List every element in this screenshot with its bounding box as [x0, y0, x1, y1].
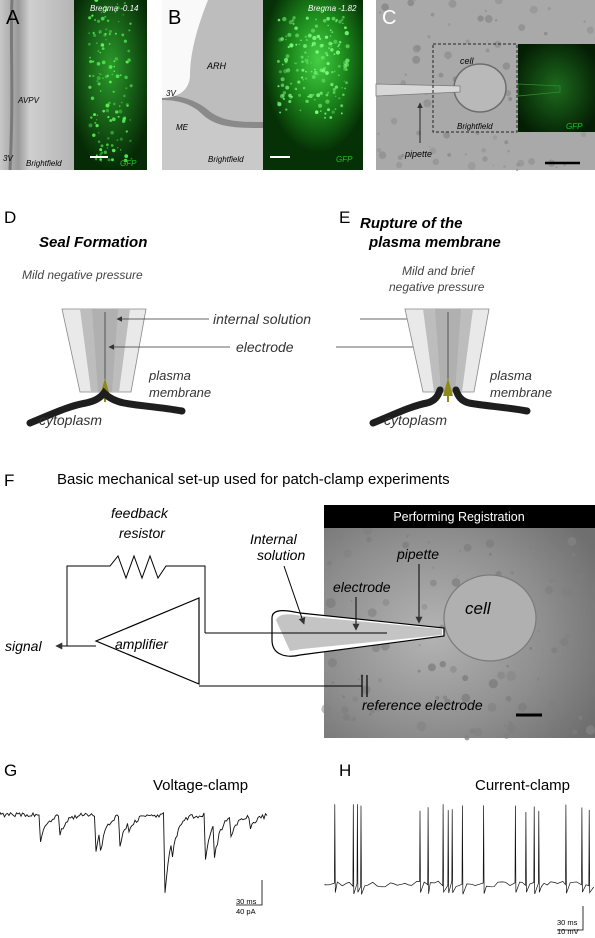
panel-a-gfp-signal [87, 0, 133, 163]
d-e-shared-labels: internal solution electrode [108, 311, 447, 355]
panel-f-cell-body [443, 574, 537, 662]
panel-c-pipette-label: pipette [404, 149, 432, 159]
panel-f-reference-label: reference electrode [362, 697, 483, 713]
panel-d: D Seal Formation Mild negative pressure … [4, 208, 211, 428]
panel-g-title: Voltage-clamp [153, 777, 248, 794]
panel-f-internal-label-2: solution [257, 547, 305, 563]
panel-a: A Bregma -0.14 AVPV 3V Brightfield GFP [0, 0, 147, 171]
panel-f-feedback-label-2: resistor [119, 525, 166, 541]
panel-f-feedback-label-1: feedback [111, 505, 169, 521]
panel-g: G Voltage-clamp 30 ms 40 pA [0, 761, 268, 916]
panel-g-scale-amp: 40 pA [236, 907, 256, 916]
panel-e-membrane-left [369, 386, 444, 427]
panel-d-membrane [26, 387, 186, 427]
panel-d-title: Seal Formation [39, 234, 147, 251]
panel-d-plasma-label: plasma [148, 368, 191, 383]
electrode-label: electrode [236, 339, 294, 355]
internal-solution-label: internal solution [213, 311, 311, 327]
panel-d-cytoplasm-label: cytoplasm [39, 412, 102, 428]
panel-b-gfp-signal [276, 15, 350, 119]
panel-b-gfp-image [263, 0, 363, 170]
panel-d-membrane-label: membrane [149, 385, 211, 400]
panel-f-electrode-label: electrode [333, 579, 391, 595]
panel-c-gfp-inset [518, 44, 595, 132]
panel-b-bregma: Bregma -1.82 [308, 4, 357, 13]
panel-letter-b: B [168, 7, 181, 29]
panel-a-brightfield-label: Brightfield [26, 159, 62, 168]
panel-f-pipette-label: pipette [396, 546, 439, 562]
panel-f-amplifier [94, 597, 200, 685]
panel-h: H Current-clamp 30 ms 10 mV [324, 761, 594, 936]
panel-c: C cell Brightfield GFP pipette [375, 0, 595, 172]
panel-e-title-line2: plasma membrane [368, 234, 501, 251]
panel-e-plasma-label: plasma [489, 368, 532, 383]
panel-b-me-label: ME [176, 123, 189, 132]
panel-b-3v-label: 3V [166, 89, 176, 98]
panel-f-feedback-resistor [66, 554, 206, 646]
panel-a-gfp-label: GFP [120, 159, 137, 168]
panel-f-title: Basic mechanical set-up used for patch-c… [57, 471, 450, 488]
panel-c-pipette [375, 83, 461, 97]
panel-a-gfp-image [74, 0, 147, 170]
panel-e-pressure-arrow [443, 378, 453, 396]
panel-e-cytoplasm-label: cytoplasm [384, 412, 447, 428]
panel-h-scale-time: 30 ms [557, 918, 578, 927]
panel-b-arh-label: ARH [206, 61, 227, 71]
panel-letter-a: A [6, 7, 20, 29]
panel-letter-c: C [382, 7, 396, 29]
panel-b-third-ventricle [162, 0, 208, 98]
panel-h-scale-amp: 10 mV [557, 927, 579, 936]
panel-c-cell [453, 63, 507, 113]
panel-g-voltage-clamp-trace [0, 811, 268, 893]
panel-a-ventricle-edge [8, 0, 14, 171]
panel-f-banner [324, 505, 595, 528]
panel-e-membrane-right [452, 386, 531, 415]
panel-letter-e: E [339, 208, 350, 227]
panel-h-current-clamp-trace [324, 804, 594, 895]
panel-e-pressure-line1: Mild and brief [402, 264, 476, 278]
panel-e-membrane-label: membrane [490, 385, 552, 400]
panel-f-signal-label: signal [5, 638, 42, 654]
panel-h-title: Current-clamp [475, 777, 570, 794]
panel-letter-f: F [4, 471, 14, 490]
panel-g-scale-bar [236, 880, 263, 906]
panel-f-internal-arrow [283, 565, 306, 625]
panel-b-brightfield-label: Brightfield [208, 155, 244, 164]
panel-e: E Rupture of the plasma membrane Mild an… [339, 208, 552, 428]
panel-c-brightfield-label: Brightfield [457, 122, 493, 131]
panel-letter-h: H [339, 761, 351, 780]
panel-f-amplifier-label: amplifier [115, 636, 169, 652]
panel-c-cell-label: cell [460, 56, 475, 66]
panel-letter-d: D [4, 208, 16, 227]
panel-e-pressure-line2: negative pressure [389, 280, 485, 294]
panel-g-scale-time: 30 ms [236, 897, 257, 906]
panel-f-banner-text: Performing Registration [393, 510, 524, 524]
panel-b-gfp-label: GFP [336, 155, 353, 164]
panel-c-inset-box [432, 43, 518, 133]
panel-c-gfp-label: GFP [566, 122, 583, 131]
panel-e-title-line1: Rupture of the [360, 215, 463, 232]
panel-a-avpv-label: AVPV [17, 96, 40, 105]
panel-f-cell-label: cell [465, 599, 492, 618]
panel-h-scale-bar [557, 906, 584, 931]
panel-a-3v-label: 3V [3, 154, 13, 163]
panel-f: F Basic mechanical set-up used for patch… [4, 471, 595, 741]
panel-letter-g: G [4, 761, 17, 780]
panel-d-pressure: Mild negative pressure [22, 268, 143, 282]
panel-a-bregma: Bregma -0.14 [90, 4, 139, 13]
panel-b: B Bregma -1.82 ARH 3V ME Brightfield GFP [162, 0, 363, 170]
panel-f-internal-label-1: Internal [250, 531, 298, 547]
